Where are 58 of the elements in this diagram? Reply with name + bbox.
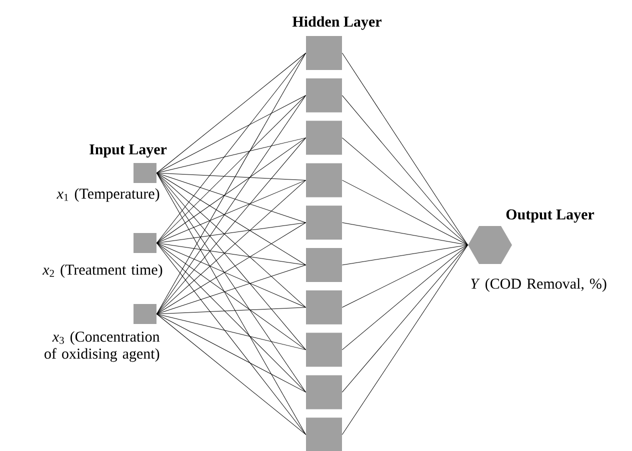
connection-line [156, 172, 306, 223]
process-box [306, 163, 342, 198]
process-box [306, 248, 342, 282]
connection-line [156, 172, 306, 435]
hexagon-node [468, 226, 512, 264]
connection-line [156, 172, 306, 266]
process-box [134, 233, 156, 253]
node-caption: x$_{2}$ (Treatment time) [42, 264, 162, 278]
node-caption: x$_{1}$ (Temperature) [56, 188, 160, 202]
connection-line [156, 307, 306, 314]
connection-line [156, 242, 306, 308]
connection-line [156, 172, 306, 350]
process-box [306, 418, 342, 451]
connection-line [156, 138, 306, 244]
process-box [306, 120, 342, 155]
connection-line [156, 314, 306, 435]
connection-line [156, 264, 306, 314]
connection-line [156, 52, 306, 174]
connection-line [342, 95, 468, 246]
connection-line [156, 314, 306, 392]
connection-line [342, 244, 468, 435]
connection-line [342, 244, 468, 350]
connection-line [156, 242, 306, 350]
process-box [306, 206, 342, 240]
connection-line [156, 95, 306, 244]
node-caption: Y (COD Removal, %) [471, 278, 606, 292]
connection-line [156, 222, 306, 244]
process-box [306, 375, 342, 410]
connection-line [342, 180, 468, 246]
process-box [134, 163, 156, 183]
connection-line [156, 52, 306, 244]
connection-line [156, 138, 306, 174]
connection-line [156, 52, 306, 314]
process-box [306, 36, 342, 70]
connection-line [156, 242, 306, 266]
process-box [134, 304, 156, 324]
connection-line [156, 95, 306, 314]
connection-line [156, 314, 306, 350]
layer-heading: Input Layer [90, 144, 167, 158]
connection-line [342, 244, 468, 266]
connection-line [156, 180, 306, 244]
connection-line [342, 244, 468, 392]
connection-line [156, 242, 306, 435]
connection-line [156, 172, 306, 392]
connection-line [156, 222, 306, 314]
connection-line [156, 138, 306, 314]
connection-line [342, 222, 468, 246]
node-caption: x$_{3}$ (Concentration of oxidising agent) [44, 331, 160, 362]
process-box [306, 78, 342, 112]
connection-line [156, 95, 306, 174]
connection-line [342, 244, 468, 308]
process-box [306, 332, 342, 367]
layer-heading: Output Layer [506, 209, 594, 223]
connection-line [342, 52, 468, 246]
connection-line [342, 138, 468, 246]
connection-line [156, 172, 306, 180]
connection-line [156, 242, 306, 392]
process-box [306, 290, 342, 324]
